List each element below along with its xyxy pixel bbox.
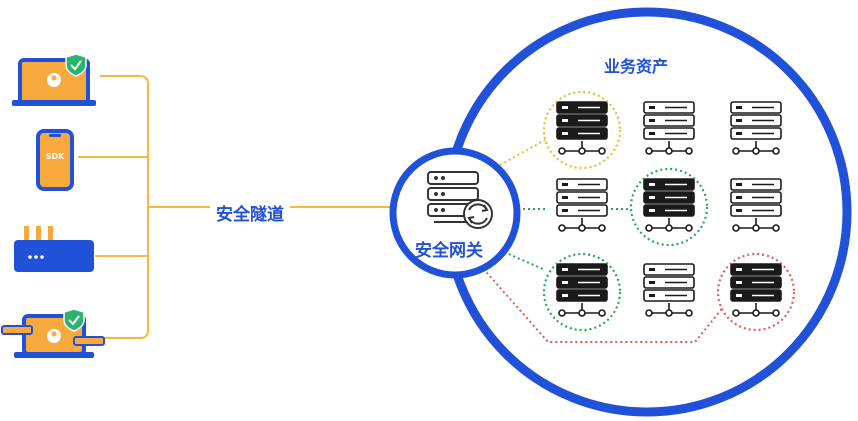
gateway-links <box>479 139 726 343</box>
sdk-label: SDK <box>45 152 65 161</box>
shield-check-icon <box>63 308 85 332</box>
server-icon <box>542 252 622 332</box>
server-icon <box>730 101 782 155</box>
shield-check-icon <box>65 53 87 77</box>
server-icon <box>643 101 695 155</box>
security-gateway-label: 安全网关 <box>415 241 483 261</box>
server-icon <box>716 252 796 332</box>
server-icon <box>629 167 709 247</box>
business-assets-label: 业务资产 <box>604 57 669 76</box>
server-icon <box>730 178 782 232</box>
security-gateway <box>389 147 521 279</box>
router-icon <box>14 226 94 272</box>
laptop-desk-icon <box>1 314 105 358</box>
laptop-icon <box>12 58 96 106</box>
business-asset-servers <box>542 90 796 332</box>
server-icon <box>643 263 695 317</box>
server-icon <box>556 178 608 232</box>
server-icon <box>542 90 622 170</box>
sync-icon <box>463 199 493 229</box>
security-tunnel-label: 安全隧道 <box>210 200 290 225</box>
phone-sdk-icon <box>36 129 74 191</box>
